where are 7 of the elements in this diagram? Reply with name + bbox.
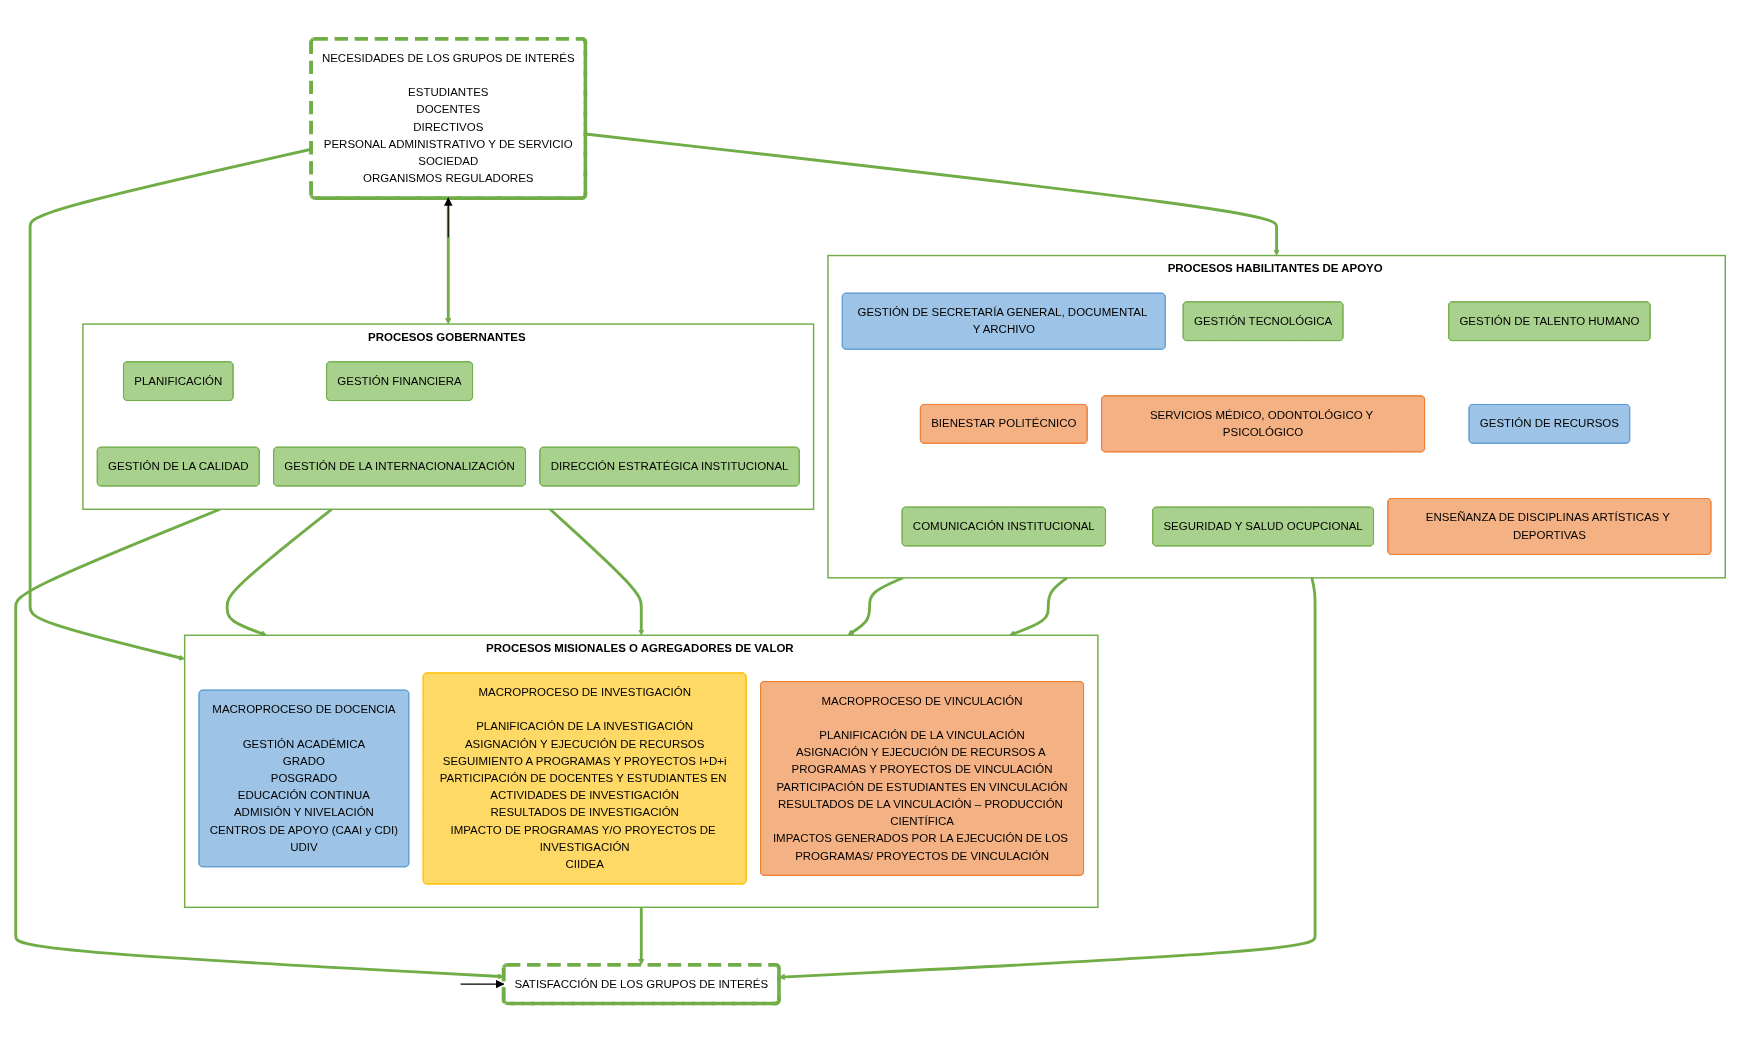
arrow <box>638 907 645 966</box>
arrow <box>460 980 505 989</box>
arrow <box>549 508 645 636</box>
arrow <box>443 197 453 239</box>
arrow <box>225 508 333 637</box>
arrow <box>445 198 452 325</box>
arrow <box>1009 577 1068 637</box>
